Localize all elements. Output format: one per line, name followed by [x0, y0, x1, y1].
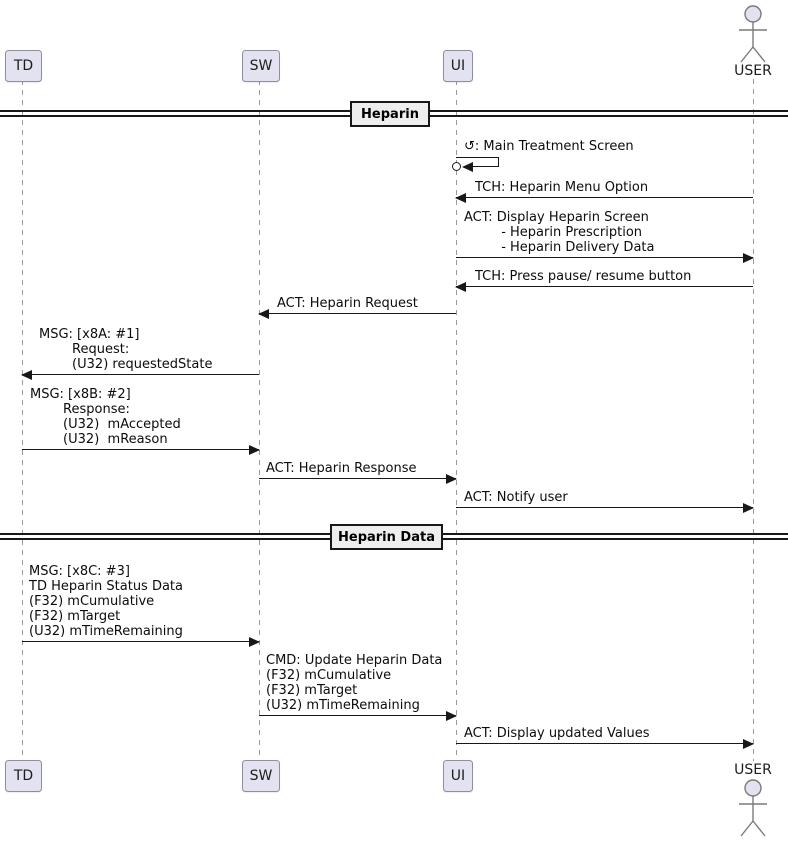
arrow-ui-to-user: [456, 738, 754, 749]
message-heparin-response: ACT: Heparin Response: [266, 461, 417, 476]
participant-td-label: TD: [13, 768, 34, 784]
arrowhead-left: [21, 369, 32, 380]
message-heparin-menu-option: TCH: Heparin Menu Option: [475, 180, 649, 195]
lifeline-td: [22, 80, 23, 761]
lifeline-ui: [456, 80, 457, 761]
arrowhead-right: [446, 473, 457, 484]
arrow-sw-to-ui: [259, 710, 457, 721]
arrow-td-to-sw: [22, 636, 260, 647]
message-display-heparin-screen: ACT: Display Heparin Screen - Heparin Pr…: [464, 210, 655, 255]
participant-sw-top: SW: [242, 50, 280, 82]
actor-figure-icon: [739, 5, 767, 63]
participant-ui-bottom: UI: [443, 760, 473, 792]
actor-user-label-top: USER: [734, 63, 772, 79]
arrowhead-right: [249, 444, 260, 455]
reload-icon: ↺: [464, 139, 475, 154]
message-heparin-request: ACT: Heparin Request: [277, 296, 418, 311]
arrow-sw-to-ui: [259, 473, 457, 484]
lifeline-user: [753, 79, 754, 761]
message-display-updated-values: ACT: Display updated Values: [464, 726, 650, 741]
arrow-sw-to-td: [21, 369, 259, 380]
arrowhead-right: [743, 738, 754, 749]
actor-figure-icon: [739, 779, 767, 837]
message-press-pause-resume: TCH: Press pause/ resume button: [475, 269, 692, 284]
message-cmd-update-heparin-data: CMD: Update Heparin Data (F32) mCumulati…: [266, 653, 443, 713]
arrow-ui-to-user: [456, 252, 754, 263]
divider-heparin-data-label: Heparin Data: [338, 529, 435, 545]
participant-ui-label: UI: [450, 58, 466, 74]
participant-td-bottom: TD: [5, 760, 42, 792]
participant-ui-label: UI: [450, 768, 466, 784]
divider-heparin-data: Heparin Data: [330, 524, 443, 550]
arrowhead-right: [446, 710, 457, 721]
participant-ui-top: UI: [443, 50, 473, 82]
arrow-user-to-ui: [455, 281, 753, 292]
message-msg-x8a-request: MSG: [x8A: #1] Request: (U32) requestedS…: [39, 327, 213, 372]
participant-sw-label: SW: [249, 58, 273, 74]
message-notify-user: ACT: Notify user: [464, 490, 568, 505]
arrowhead-left: [455, 192, 466, 203]
arrowhead-right: [743, 252, 754, 263]
arrow-user-to-ui: [455, 192, 753, 203]
participant-td-label: TD: [13, 58, 34, 74]
divider-heparin-label: Heparin: [361, 106, 419, 122]
lifeline-sw: [259, 80, 260, 761]
arrowhead-right: [249, 636, 260, 647]
participant-sw-label: SW: [249, 768, 273, 784]
arrowhead-left: [462, 162, 473, 172]
arrowhead-left: [455, 281, 466, 292]
participant-sw-bottom: SW: [242, 760, 280, 792]
arrowhead-left: [258, 308, 269, 319]
circle-endpoint: [452, 162, 461, 171]
actor-user-label-bottom: USER: [734, 762, 772, 778]
message-msg-x8b-response: MSG: [x8B: #2] Response: (U32) mAccepted…: [30, 387, 181, 447]
arrow-ui-to-sw: [258, 308, 456, 319]
divider-heparin: Heparin: [350, 101, 430, 127]
arrow-ui-to-user: [456, 502, 754, 513]
message-line: : Main Treatment Screen: [474, 139, 634, 154]
message-msg-x8c-status-data: MSG: [x8C: #3] TD Heparin Status Data (F…: [29, 564, 184, 639]
participant-td-top: TD: [5, 50, 42, 82]
message-main-treatment-screen: ↺: Main Treatment Screen: [464, 139, 634, 154]
arrowhead-right: [743, 502, 754, 513]
arrow-td-to-sw: [22, 444, 260, 455]
